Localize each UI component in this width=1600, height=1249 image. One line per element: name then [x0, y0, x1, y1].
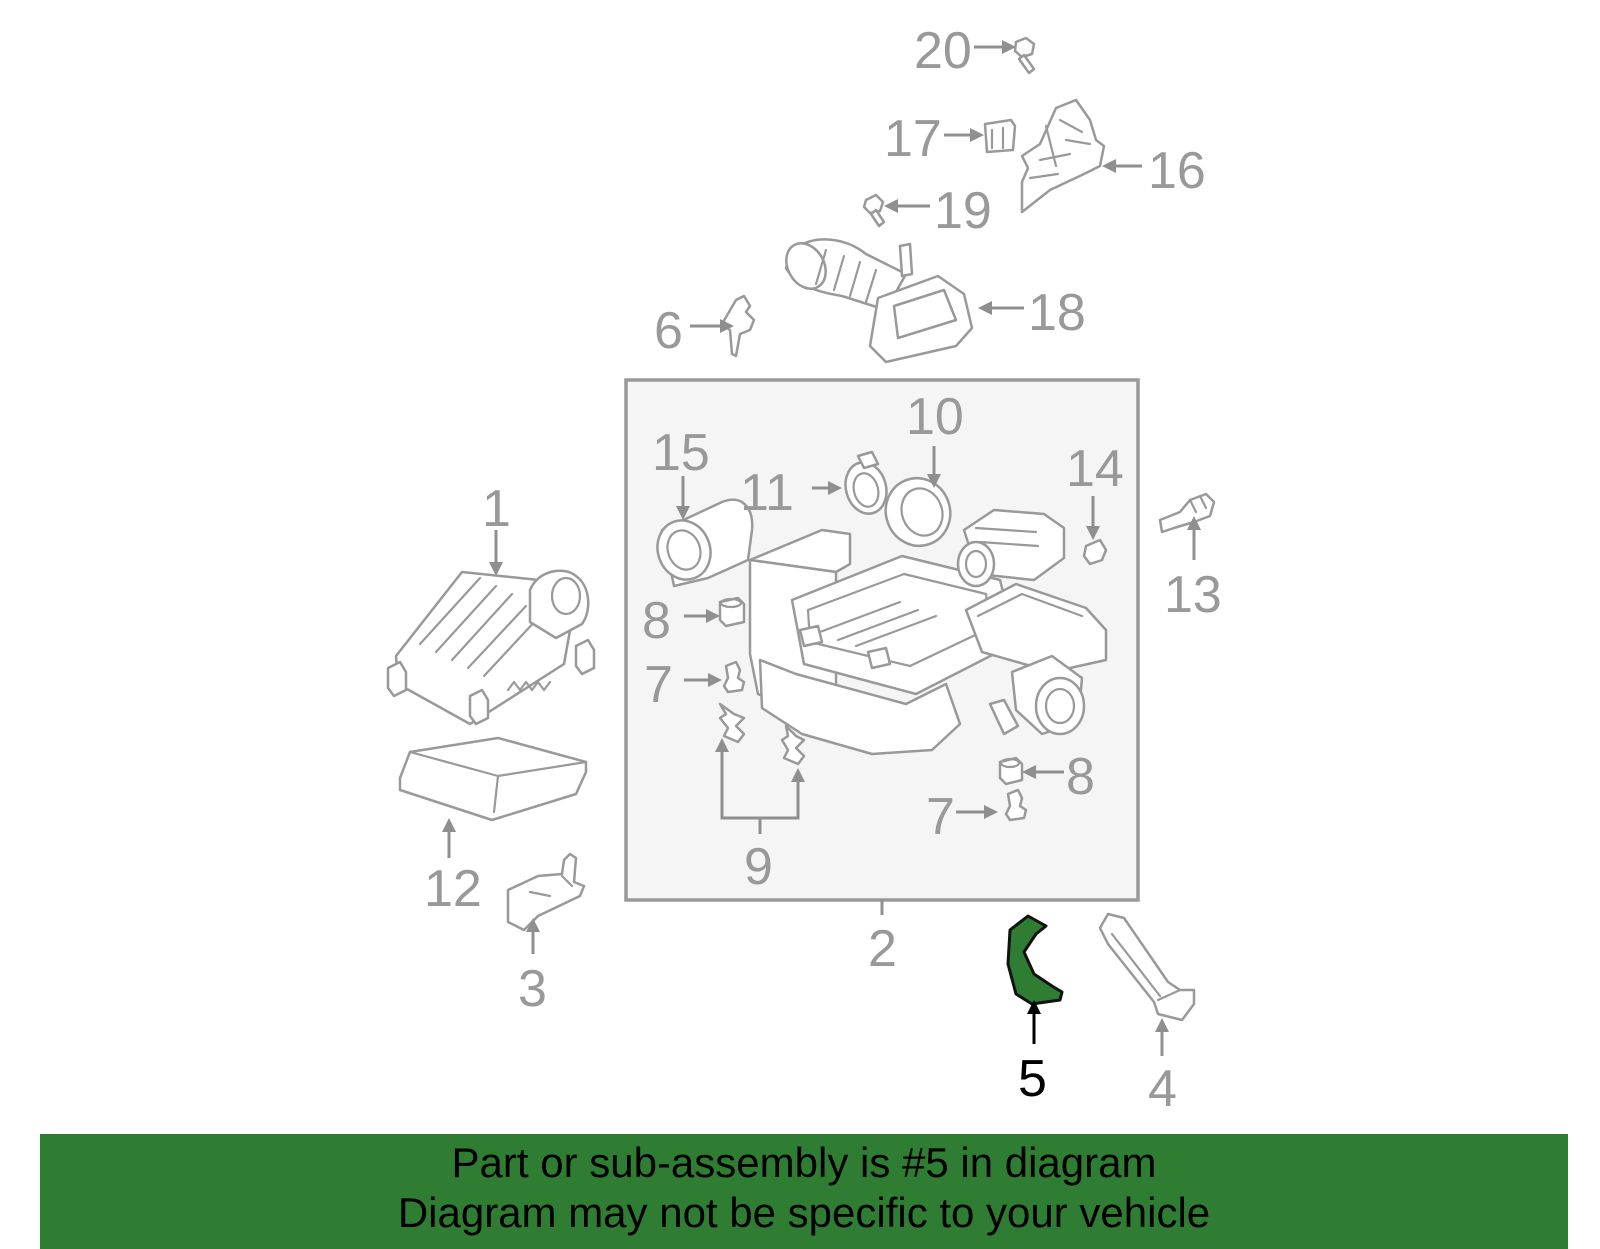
part-18-intake-hose — [784, 238, 974, 364]
callout-4: 4 — [1148, 1060, 1177, 1118]
arrow-10 — [927, 474, 941, 488]
callout-12: 12 — [424, 860, 482, 918]
callout-5: 5 — [1018, 1050, 1047, 1108]
arrow-11 — [828, 481, 842, 495]
arrow-9a — [715, 738, 729, 752]
part-17-clip — [983, 118, 1017, 154]
callout-9: 9 — [744, 838, 773, 896]
callout-10: 10 — [906, 388, 964, 446]
arrow-16 — [1102, 159, 1116, 173]
part-10-seal — [884, 476, 952, 548]
part-1-cover — [386, 569, 596, 726]
callout-8b: 8 — [1066, 748, 1095, 806]
arrow-9b — [791, 768, 805, 782]
part-19-bolt — [862, 193, 886, 228]
callout-6: 6 — [654, 302, 683, 360]
arrow-8a — [706, 609, 720, 623]
callout-17: 17 — [884, 110, 942, 168]
callout-13: 13 — [1164, 566, 1222, 624]
callout-3: 3 — [518, 960, 547, 1018]
arrow-14 — [1086, 526, 1100, 540]
part-11-clamp — [844, 450, 888, 515]
callout-2: 2 — [868, 920, 897, 978]
part-7-bolt-b — [1004, 788, 1028, 822]
arrow-20 — [1002, 40, 1016, 54]
arrow-15 — [676, 506, 690, 520]
part-13-sensor — [1158, 492, 1216, 534]
part-9-clip-b — [780, 724, 806, 766]
part-8-grommet-a — [718, 596, 746, 628]
leader-9 — [720, 746, 800, 834]
arrow-5 — [1027, 1000, 1041, 1014]
part-8-grommet-b — [998, 756, 1024, 786]
arrow-7b — [984, 805, 998, 819]
parts-diagram: 20 17 16 19 18 6 — [386, 22, 1222, 1118]
part-16-duct — [1020, 98, 1106, 214]
callout-14: 14 — [1066, 440, 1124, 498]
callout-8a: 8 — [642, 592, 671, 650]
arrow-6 — [720, 319, 734, 333]
arrow-8b — [1022, 765, 1036, 779]
part-20-bolt — [1013, 36, 1036, 75]
arrow-18 — [978, 301, 992, 315]
part-2-housing — [748, 508, 1108, 756]
part-12-filter — [398, 736, 588, 822]
callout-15: 15 — [652, 424, 710, 482]
arrow-13 — [1187, 516, 1201, 530]
callout-1: 1 — [482, 480, 511, 538]
arrow-12 — [442, 818, 456, 832]
callout-18: 18 — [1028, 284, 1086, 342]
part-14-grommet — [1082, 538, 1108, 566]
footer-banner: Part or sub-assembly is #5 in diagram Di… — [40, 1134, 1568, 1249]
part-9-clip-a — [718, 702, 746, 744]
arrow-3 — [526, 918, 540, 932]
callout-7a: 7 — [644, 656, 673, 714]
part-15-hose — [656, 498, 754, 588]
callout-20: 20 — [914, 22, 972, 80]
part-6-push-clip — [720, 294, 756, 358]
arrow-4 — [1155, 1018, 1169, 1032]
part-4-duct — [1098, 912, 1196, 1022]
arrow-1 — [489, 562, 503, 576]
arrow-7a — [708, 673, 722, 687]
part-7-bolt-a — [722, 660, 746, 694]
footer-line-2: Diagram may not be specific to your vehi… — [397, 1189, 1211, 1236]
part-5-bracket-highlighted — [1006, 914, 1064, 1006]
arrow-19 — [884, 199, 898, 213]
part-3-bracket — [506, 852, 586, 932]
callout-16: 16 — [1148, 142, 1206, 200]
arrow-17 — [970, 128, 984, 142]
footer-line-1: Part or sub-assembly is #5 in diagram — [451, 1139, 1157, 1186]
callout-11: 11 — [740, 464, 794, 522]
callout-19: 19 — [934, 182, 992, 240]
callout-7b: 7 — [926, 788, 955, 846]
